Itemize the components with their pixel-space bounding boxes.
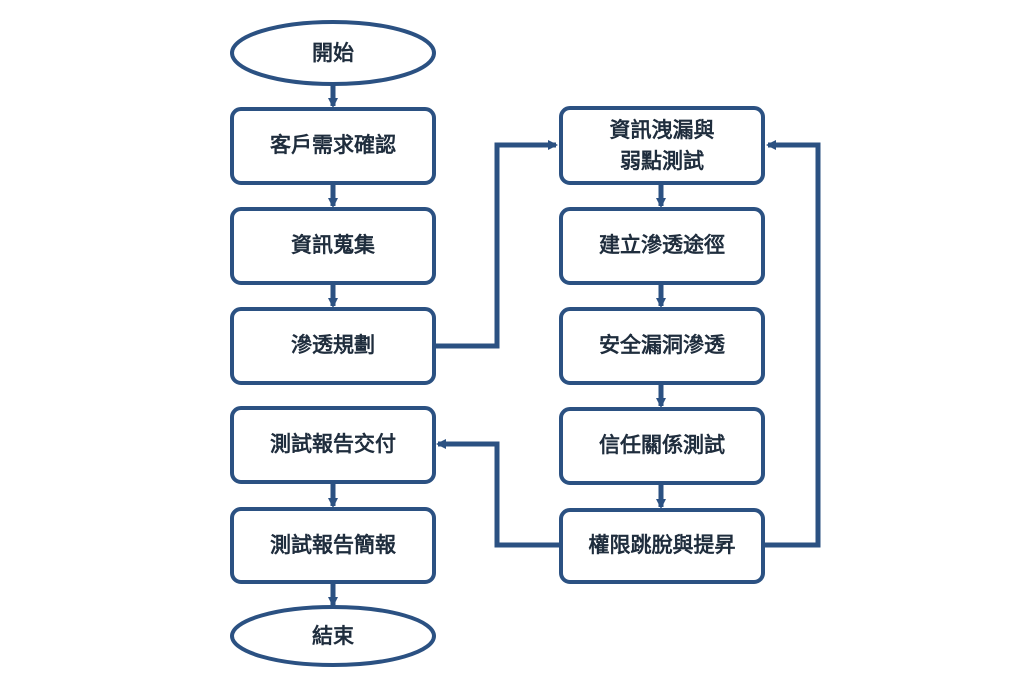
node-info	[230, 207, 436, 285]
node-deliver	[230, 406, 436, 484]
node-leak	[559, 106, 765, 185]
label-end: 結束	[312, 624, 355, 648]
connector-priv-leak-loop	[763, 140, 821, 548]
label-path: 建立滲透途徑	[599, 233, 725, 257]
node-brief	[230, 507, 436, 584]
label-leak-line2: 弱點測試	[620, 149, 704, 173]
label-plan: 滲透規劃	[291, 333, 375, 357]
node-plan	[230, 307, 436, 385]
node-path	[559, 207, 765, 285]
node-priv	[559, 508, 765, 584]
label-leak-line1: 資訊洩漏與	[610, 118, 715, 142]
node-start	[230, 20, 436, 86]
label-brief: 測試報告簡報	[270, 533, 397, 557]
label-deliver: 測試報告交付	[270, 432, 396, 456]
label-priv: 權限跳脫與提昇	[589, 533, 736, 557]
node-end	[230, 605, 436, 667]
label-req: 客戶需求確認	[270, 133, 396, 157]
node-vuln	[559, 307, 765, 385]
label-info: 資訊蒐集	[291, 233, 376, 257]
label-vuln: 安全漏洞滲透	[599, 333, 726, 357]
connector-priv-deliver	[436, 439, 560, 548]
label-trust: 信任關係測試	[599, 433, 725, 457]
node-trust	[559, 407, 765, 485]
node-req	[230, 107, 436, 185]
label-start: 開始	[312, 41, 354, 65]
connector-plan-leak	[434, 140, 558, 349]
